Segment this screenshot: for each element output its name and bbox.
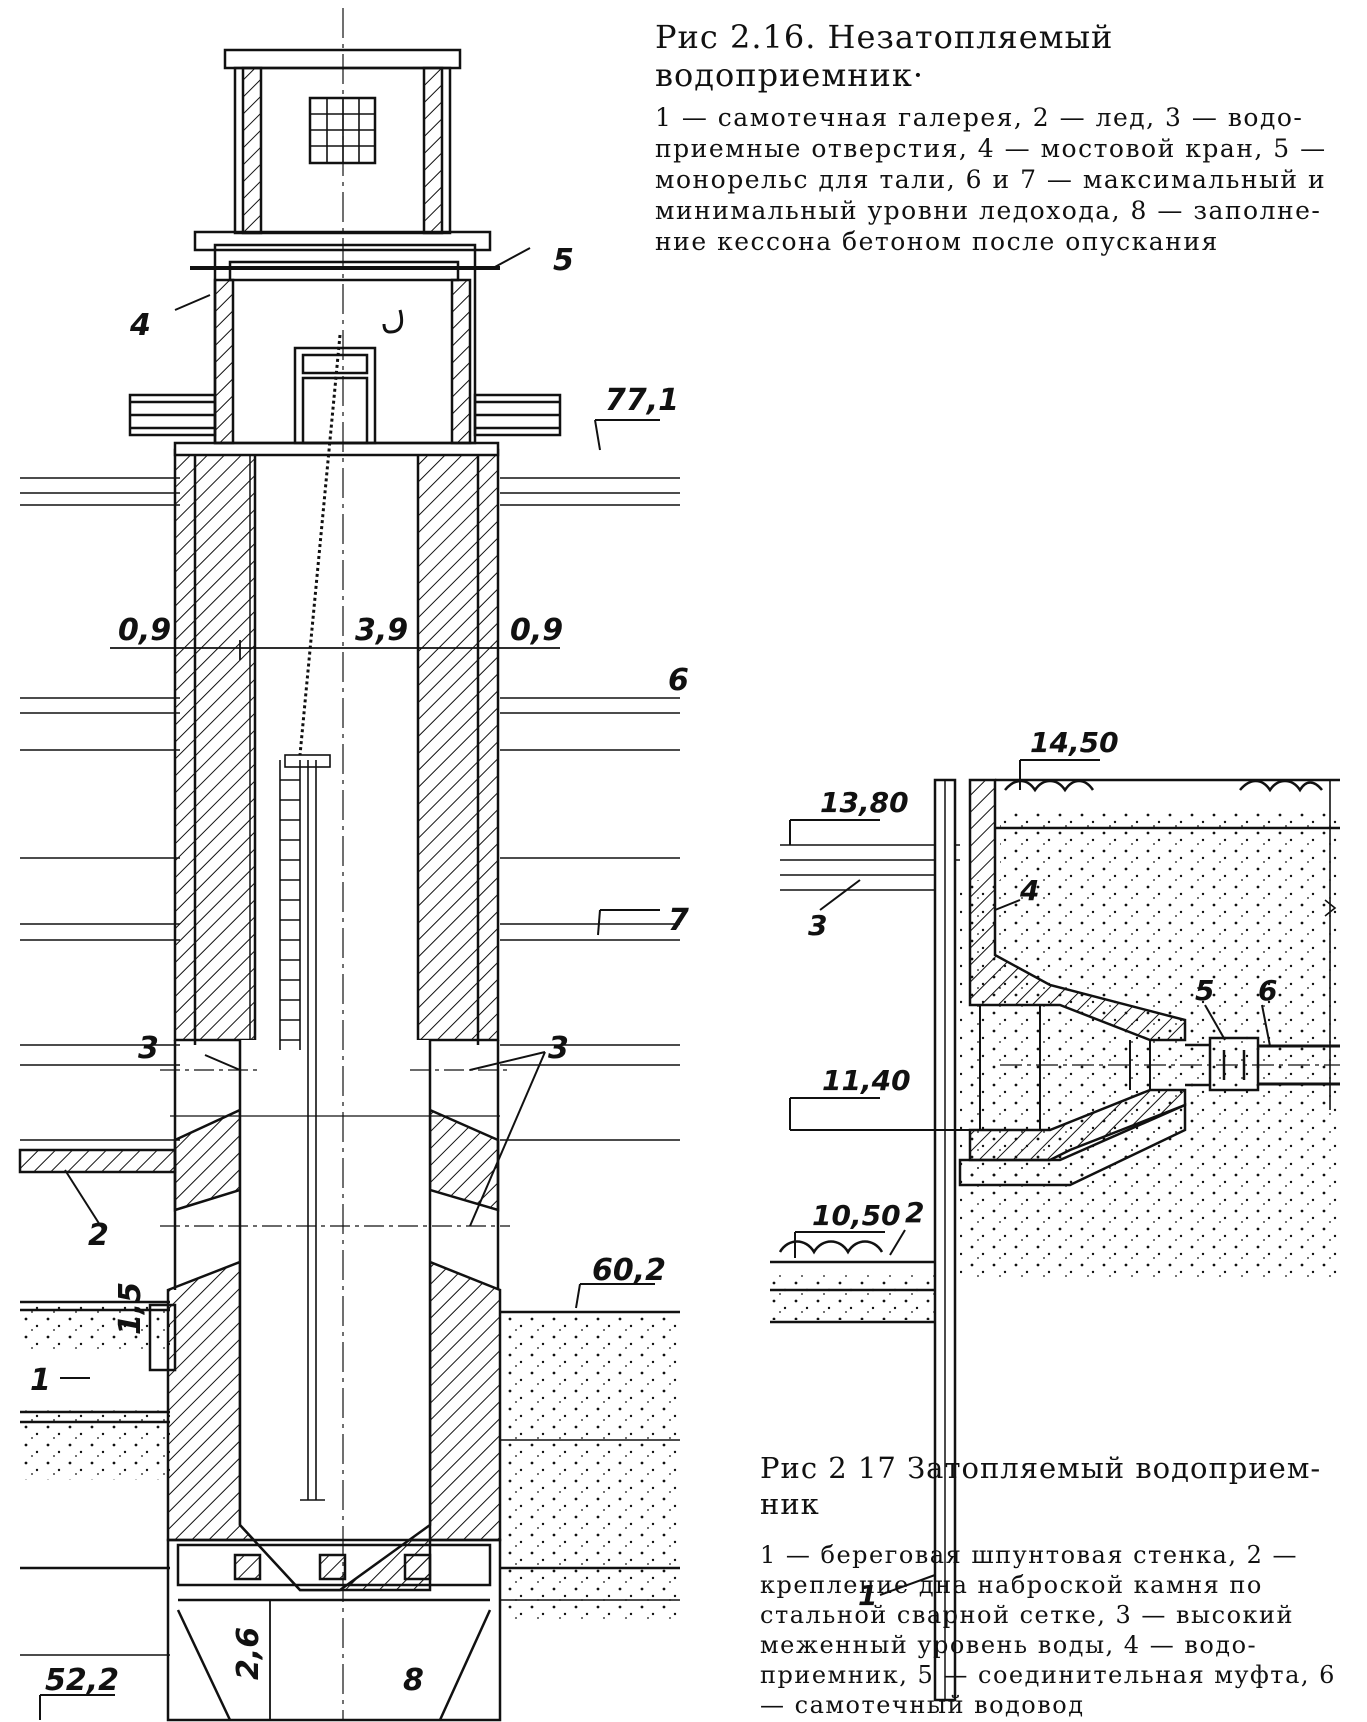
label-dim-right: 0,9 bbox=[510, 613, 563, 648]
figure-2-17-labels: 14,50 13,80 3 4 5 6 11,40 10,50 2 1 bbox=[808, 726, 1277, 1612]
figure-2-17 bbox=[770, 759, 1340, 1702]
label-elev-11-40: 11,40 bbox=[822, 1064, 911, 1097]
label-dim-left: 0,9 bbox=[118, 613, 171, 648]
figure-2-16 bbox=[18, 8, 680, 1722]
label-pipe: 6 bbox=[1258, 974, 1277, 1007]
label-monorail: 5 bbox=[553, 243, 574, 278]
figure-2-17-legend: 1 — береговая шпунтовая стенка, 2 — креп… bbox=[760, 1541, 1336, 1719]
label-dim-mid: 3,9 bbox=[355, 613, 408, 648]
figure-2-16-legend: 1 — самотечная галерея, 2 — лед, 3 — вод… bbox=[655, 103, 1327, 256]
label-inlet-right: 3 bbox=[548, 1031, 569, 1066]
label-elev-base: 52,2 bbox=[45, 1663, 119, 1698]
figure-2-17-caption: Рис 2 17 Затопляемый водоприем­ник 1 — б… bbox=[760, 1450, 1360, 1720]
label-dim-caisson: 2,6 bbox=[231, 1627, 266, 1680]
label-ice: 2 bbox=[88, 1218, 109, 1253]
ladder bbox=[279, 754, 331, 1501]
label-dim-gallery: 1,5 bbox=[113, 1282, 148, 1335]
label-riprap: 2 bbox=[905, 1196, 924, 1229]
pavilion bbox=[128, 230, 562, 445]
upper-house bbox=[223, 48, 462, 235]
label-sheet-pile: 1 bbox=[858, 1579, 877, 1612]
label-elev-13-80: 13,80 bbox=[820, 786, 909, 819]
label-gallery: 1 bbox=[30, 1363, 51, 1398]
label-elev-14-50: 14,50 bbox=[1030, 726, 1119, 759]
figure-2-17-title: Рис 2 17 Затопляемый водоприем­ник bbox=[760, 1451, 1321, 1521]
figure-2-16-title: Рис 2.16. Незатопляемый водоприемник· bbox=[655, 18, 1114, 94]
label-level-min: 7 bbox=[668, 903, 689, 938]
label-concrete: 8 bbox=[403, 1663, 424, 1698]
water-lines bbox=[20, 477, 680, 1141]
figure-2-16-caption: Рис 2.16. Незатопляемый водоприемник· 1 … bbox=[655, 18, 1355, 257]
label-level-max: 6 bbox=[668, 663, 689, 698]
label-crane: 4 bbox=[129, 308, 151, 343]
label-water-level: 3 bbox=[808, 909, 827, 942]
label-coupling: 5 bbox=[1195, 974, 1214, 1007]
label-intake: 4 bbox=[1019, 874, 1039, 907]
label-elev-10-50: 10,50 bbox=[812, 1199, 901, 1232]
label-elev-top: 77,1 bbox=[605, 383, 679, 418]
ice-layer bbox=[18, 1148, 177, 1174]
label-inlet-left: 3 bbox=[138, 1031, 159, 1066]
label-elev-ground: 60,2 bbox=[592, 1253, 666, 1288]
figure-2-16-labels: 4 5 77,1 0,9 3,9 0,9 6 7 3 3 2 60,2 1 1,… bbox=[30, 243, 689, 1698]
